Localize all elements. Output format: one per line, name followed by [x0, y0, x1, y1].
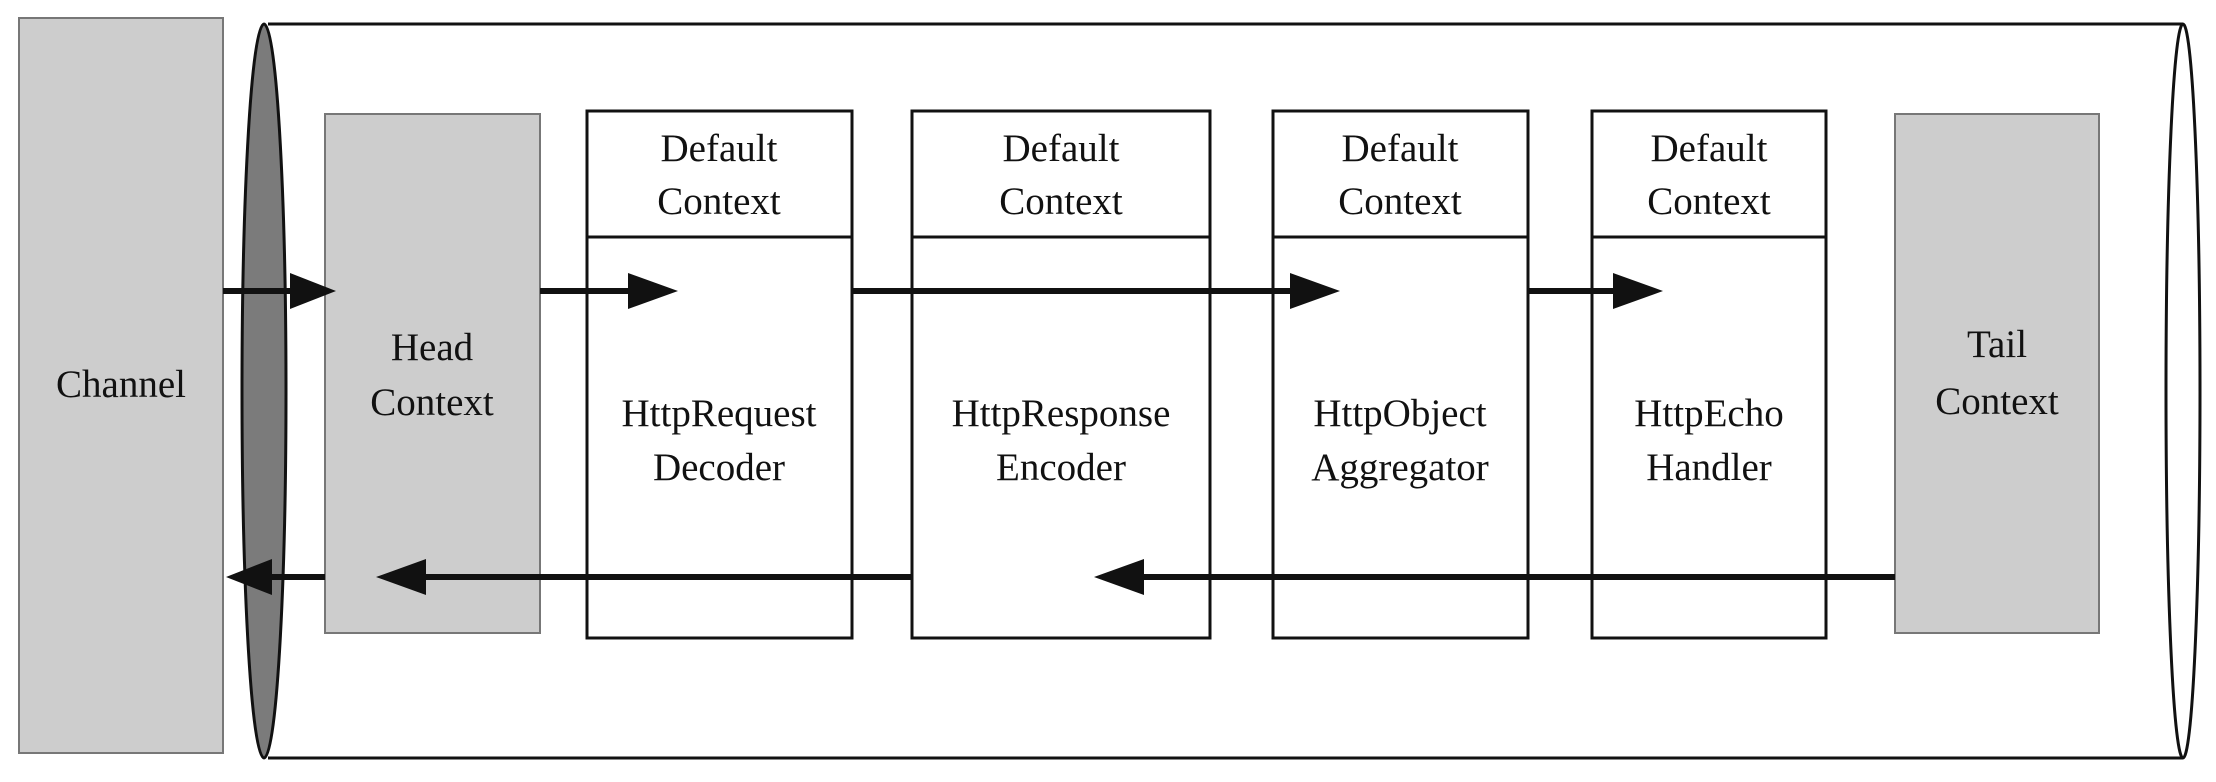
tail-context-node: Tail Context: [1894, 113, 2100, 634]
inbound-arrowhead-2: [628, 273, 678, 309]
context-label-line2: Context: [999, 180, 1123, 223]
context-label-line1: Default: [1651, 127, 1768, 170]
channel-box: [18, 17, 224, 754]
channel-node: Channel: [18, 17, 224, 754]
tail-context-label-line2: Context: [1935, 380, 2059, 423]
outbound-arrowhead-1: [1094, 559, 1144, 595]
tail-context-box: [1894, 113, 2100, 634]
inbound-arrowhead-3: [1290, 273, 1340, 309]
context-label-line1: Default: [1342, 127, 1459, 170]
handler-name-line2: Aggregator: [1311, 446, 1489, 489]
head-context-node: Head Context: [324, 113, 541, 634]
handler-name-line1: HttpObject: [1313, 392, 1486, 435]
inbound-arrowhead-1: [290, 273, 336, 309]
handler-box: [1271, 109, 1530, 640]
handler-box: [585, 109, 854, 640]
handler-http-response-encoder: Default Context HttpResponse Encoder: [910, 109, 1212, 640]
handler-box: [910, 109, 1212, 640]
head-context-label-line1: Head: [391, 326, 474, 369]
handler-http-echo-handler: Default Context HttpEcho Handler: [1590, 109, 1828, 640]
channel-label: Channel: [56, 363, 186, 406]
tail-context-label-line1: Tail: [1967, 323, 2027, 366]
inbound-arrowhead-4: [1613, 273, 1663, 309]
outbound-flow: [226, 559, 1895, 595]
context-label-line2: Context: [1647, 180, 1771, 223]
handler-box: [1590, 109, 1828, 640]
handler-name-line1: HttpEcho: [1634, 392, 1783, 435]
context-label-line1: Default: [661, 127, 778, 170]
outbound-arrowhead-3: [226, 559, 272, 595]
cylinder-right-end: [2164, 22, 2202, 760]
context-label-line1: Default: [1003, 127, 1120, 170]
handler-name-line2: Encoder: [996, 446, 1126, 489]
head-context-label-line2: Context: [370, 381, 494, 424]
handler-name-line1: HttpRequest: [622, 392, 817, 435]
context-label-line2: Context: [657, 180, 781, 223]
handler-name-line1: HttpResponse: [952, 392, 1171, 435]
handler-http-object-aggregator: Default Context HttpObject Aggregator: [1271, 109, 1530, 640]
handler-name-line2: Decoder: [653, 446, 785, 489]
outbound-arrowhead-2: [376, 559, 426, 595]
inbound-flow: [223, 273, 1663, 309]
handler-name-line2: Handler: [1646, 446, 1772, 489]
cylinder-left-end: [240, 22, 288, 760]
handler-http-request-decoder: Default Context HttpRequest Decoder: [585, 109, 854, 640]
context-label-line2: Context: [1338, 180, 1462, 223]
head-context-box: [324, 113, 541, 634]
